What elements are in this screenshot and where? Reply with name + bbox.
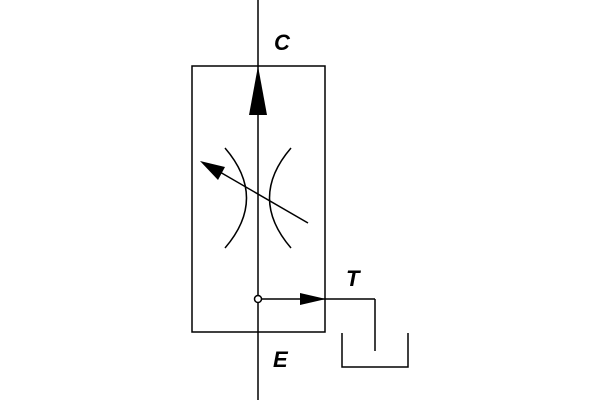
throttle-left-curve bbox=[224, 147, 248, 249]
tank-symbol bbox=[341, 333, 409, 368]
flow-direction-arrow bbox=[249, 66, 267, 115]
throttle-right-curve bbox=[268, 147, 292, 249]
adjustment-arrow-head bbox=[200, 161, 225, 180]
junction-node bbox=[253, 294, 263, 304]
valve-body bbox=[191, 65, 326, 333]
port-label-t: T bbox=[346, 266, 361, 291]
port-label-c: C bbox=[274, 30, 291, 55]
drain-arrow bbox=[300, 293, 326, 305]
port-label-e: E bbox=[273, 347, 289, 372]
adjustment-arrow-shaft bbox=[212, 167, 309, 224]
